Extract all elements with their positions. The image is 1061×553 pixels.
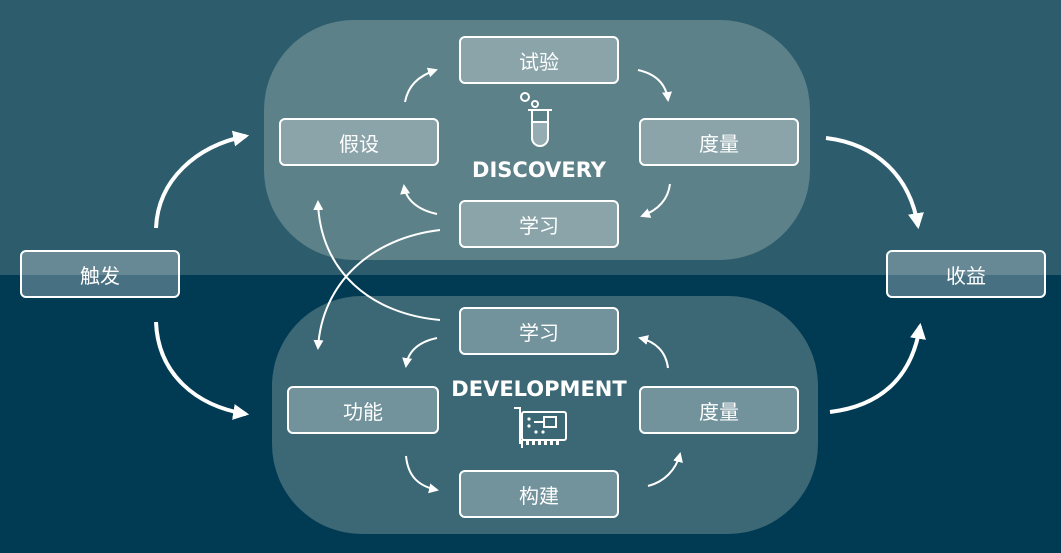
arrow-learn-to-feature — [402, 337, 438, 368]
discovery-measure-label: 度量 — [699, 131, 739, 156]
development-build-node[interactable]: 构建 — [459, 470, 619, 518]
arrow-discovery-learn-to-feature — [313, 229, 441, 350]
arrow-measure-to-learn — [640, 183, 671, 218]
discovery-learn-node[interactable]: 学习 — [459, 200, 619, 248]
discovery-zone — [264, 20, 810, 260]
outcome-node[interactable]: 收益 — [886, 250, 1046, 298]
development-build-label: 构建 — [519, 483, 559, 508]
development-measure-node[interactable]: 度量 — [639, 386, 799, 434]
development-measure-label: 度量 — [699, 399, 739, 424]
discovery-experiment-label: 试验 — [519, 49, 559, 74]
arrow-learn-to-hypothesis — [400, 184, 438, 215]
discovery-learn-label: 学习 — [519, 213, 559, 238]
arrow-trigger-to-development — [154, 321, 250, 420]
trigger-node[interactable]: 触发 — [20, 250, 180, 298]
arrow-discovery-to-outcome — [825, 136, 924, 230]
arrow-feature-to-build — [405, 455, 439, 494]
development-learn-node[interactable]: 学习 — [459, 307, 619, 355]
arrow-experiment-to-measure — [637, 69, 672, 102]
discovery-hypothesis-node[interactable]: 假设 — [279, 118, 439, 166]
development-feature-node[interactable]: 功能 — [287, 386, 439, 434]
arrow-measure-to-learn-dev — [638, 335, 669, 369]
development-zone — [272, 296, 818, 534]
discovery-title: DISCOVERY — [472, 158, 606, 182]
discovery-hypothesis-label: 假设 — [339, 131, 379, 156]
development-title: DEVELOPMENT — [451, 377, 627, 401]
development-feature-label: 功能 — [343, 399, 383, 424]
discovery-experiment-node[interactable]: 试验 — [459, 36, 619, 84]
test-tube-icon — [520, 92, 552, 147]
trigger-label: 触发 — [80, 263, 120, 288]
arrow-hypothesis-to-experiment — [404, 67, 438, 103]
arrow-development-learn-to-hypothesis — [313, 200, 441, 321]
circuit-board-icon — [514, 407, 567, 448]
development-learn-label: 学习 — [519, 320, 559, 345]
arrow-development-to-outcome — [829, 322, 926, 414]
arrow-trigger-to-discovery — [154, 130, 250, 229]
arrow-build-to-measure — [647, 452, 683, 487]
outcome-label: 收益 — [946, 263, 986, 288]
discovery-measure-node[interactable]: 度量 — [639, 118, 799, 166]
